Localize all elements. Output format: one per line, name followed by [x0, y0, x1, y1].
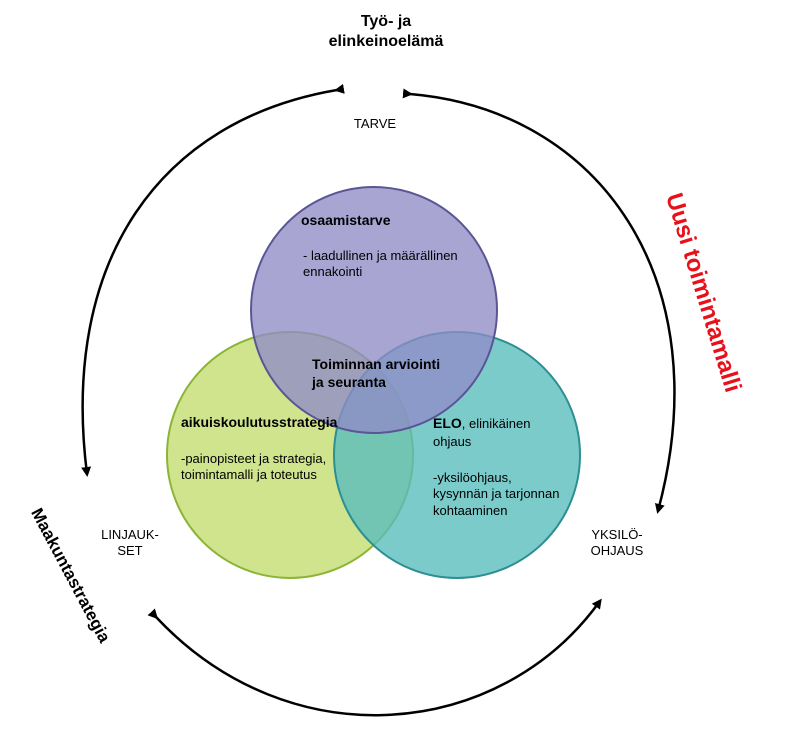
aikuiskoulutusstrategia-title: aikuiskoulutusstrategia: [181, 414, 338, 430]
top-label: Työ- ja elinkeinoelämä: [296, 12, 476, 52]
arrow-bottom: [147, 598, 602, 717]
elo-title-line2: ohjaus: [433, 434, 472, 449]
elo-desc: -yksilöohjaus, kysynnän ja tarjonnan koh…: [433, 470, 593, 519]
center-label-line2: ja seuranta: [312, 373, 386, 390]
linjaukset-line2: SET: [117, 543, 143, 559]
osaamistarve-desc-line2: ennakointi: [303, 264, 363, 280]
linjaukset-label: LINJAUK- SET: [90, 527, 170, 560]
yksiloohjaus-line1: YKSILÖ-: [591, 527, 643, 542]
yksiloohjaus-label: YKSILÖ- OHJAUS: [572, 527, 662, 560]
elo-title-rest: , elinikäinen: [461, 416, 531, 431]
osaamistarve-desc: - laadullinen ja määrällinen ennakointi: [303, 248, 513, 281]
tarve-label: TARVE: [353, 116, 397, 131]
elo-desc-line3: -yksilöohjaus,: [433, 470, 512, 485]
center-label: Toiminnan arviointi ja seuranta: [312, 356, 482, 391]
linjaukset-line1: LINJAUK-: [101, 527, 159, 542]
yksiloohjaus-line2: OHJAUS: [590, 543, 644, 559]
elo-desc-line5: kohtaaminen: [433, 502, 508, 518]
osaamistarve-desc-line1: - laadullinen ja määrällinen: [303, 248, 458, 263]
aikuiskoulutusstrategia-desc-line2: toimintamalli ja toteutus: [181, 467, 317, 483]
center-label-line1: Toiminnan arviointi: [312, 356, 441, 372]
arrow-top-right: [402, 88, 676, 514]
top-label-line1: Työ- ja: [360, 13, 412, 30]
elo-title: ELO, elinikäinen ohjaus: [433, 414, 583, 450]
aikuiskoulutusstrategia-desc-line1: -painopisteet ja strategia,: [181, 451, 327, 466]
aikuiskoulutusstrategia-desc: -painopisteet ja strategia, toimintamall…: [181, 451, 361, 484]
arrow-top-left: [81, 83, 345, 477]
osaamistarve-title: osaamistarve: [301, 212, 391, 228]
elo-desc-line4: kysynnän ja tarjonnan: [433, 486, 560, 502]
top-label-line2: elinkeinoelämä: [328, 33, 444, 50]
elo-title-bold: ELO: [433, 415, 462, 431]
